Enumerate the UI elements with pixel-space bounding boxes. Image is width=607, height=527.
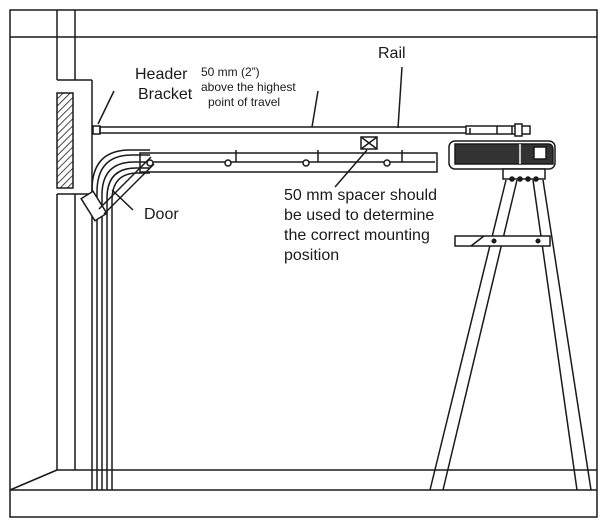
ladder-legs-fill xyxy=(462,246,467,266)
spacer-note-line2: be used to determine xyxy=(284,207,435,224)
clearance-label-line3: point of travel xyxy=(208,95,281,109)
ladder xyxy=(429,179,592,491)
wall xyxy=(56,10,93,470)
header-bracket xyxy=(92,125,101,135)
header-bracket-label-line2: Bracket xyxy=(138,86,193,103)
spacer-block xyxy=(360,136,378,150)
spacer-note-line1: 50 mm spacer should xyxy=(284,187,437,204)
header-wall-hatch xyxy=(56,92,74,189)
floor xyxy=(9,469,597,491)
rail-label: Rail xyxy=(378,45,406,62)
clearance-label-line1: 50 mm (2”) xyxy=(201,65,260,79)
rail xyxy=(99,123,531,137)
opener-motor-unit xyxy=(448,140,556,182)
door-label: Door xyxy=(144,206,179,223)
frame-border xyxy=(9,9,598,518)
header-bracket-label-line1: Header xyxy=(135,66,188,83)
clearance-label-line2: above the highest xyxy=(201,80,296,94)
door-bracket xyxy=(80,156,155,222)
leader-lines xyxy=(97,66,403,211)
spacer-note-line4: position xyxy=(284,247,340,264)
spacer-note-line3: the correct mounting xyxy=(284,227,430,244)
vertical-door-track xyxy=(91,149,150,490)
open-door-panels xyxy=(139,150,438,173)
